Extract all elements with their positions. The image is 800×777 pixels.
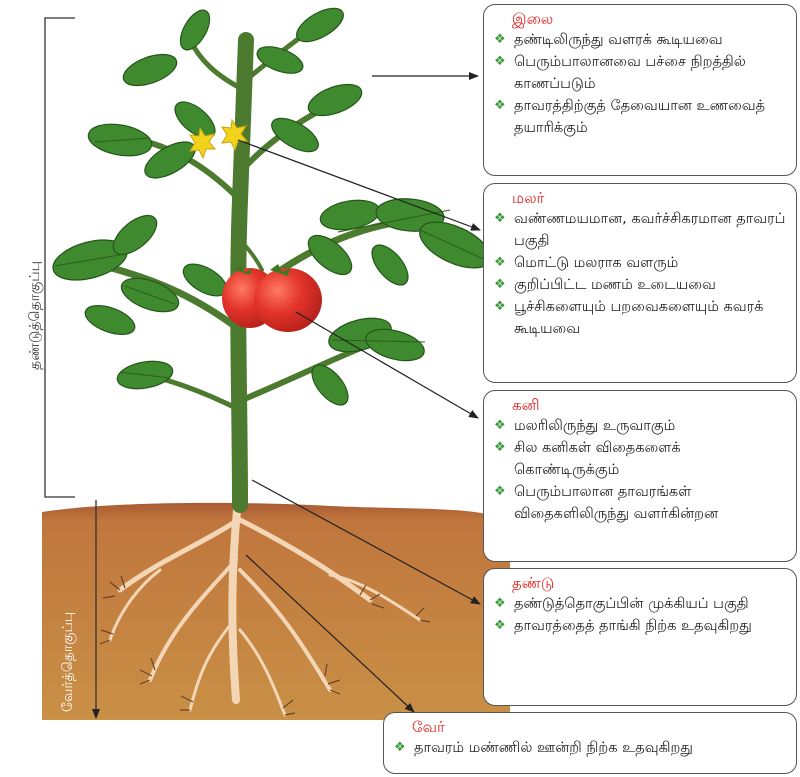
flower-box: மலர் ❖வண்ணமயமான, கவர்ச்சிகரமான தாவரப் பக… <box>483 183 797 383</box>
shoot-system-label: தண்டுத்தொகுப்பு <box>27 261 45 370</box>
diamond-bullet-icon: ❖ <box>494 481 506 503</box>
fruit-title: கனி <box>512 395 788 415</box>
fruit-point: ❖பெரும்பாலான தாவரங்கள் விதைகளிலிருந்து வ… <box>494 481 788 525</box>
flower-point: ❖மொட்டு மலராக வளரும் <box>494 252 788 274</box>
fruit-point: ❖மலரிலிருந்து உருவாகும் <box>494 415 788 437</box>
root-title: வேர் <box>412 717 788 737</box>
fruit-point: ❖சில கனிகள் விதைகளைக் கொண்டிருக்கும் <box>494 437 788 481</box>
flower-point: ❖குறிப்பிட்ட மணம் உடையவை <box>494 274 788 296</box>
diamond-bullet-icon: ❖ <box>394 737 406 759</box>
root-point: ❖தாவரம் மண்ணில் ஊன்றி நிற்க உதவுகிறது <box>394 737 788 759</box>
root-system-label: வேர்த்தொகுப்பு <box>60 612 78 712</box>
stem-box: தண்டு ❖தண்டுத்தொகுப்பின் முக்கியப் பகுதி… <box>483 568 797 706</box>
leaf-point: ❖தண்டிலிருந்து வளரக் கூடியவை <box>494 29 788 51</box>
diamond-bullet-icon: ❖ <box>494 208 506 230</box>
diamond-bullet-icon: ❖ <box>494 274 506 296</box>
leaf-box: இலை ❖தண்டிலிருந்து வளரக் கூடியவை ❖பெரும்… <box>483 4 797 176</box>
leaf-point: ❖தாவரத்திற்குத் தேவையான உணவைத் தயாரிக்கு… <box>494 95 788 139</box>
diamond-bullet-icon: ❖ <box>494 252 506 274</box>
flower-title: மலர் <box>512 188 788 208</box>
diamond-bullet-icon: ❖ <box>494 29 506 51</box>
diamond-bullet-icon: ❖ <box>494 95 506 117</box>
diamond-bullet-icon: ❖ <box>494 415 506 437</box>
diamond-bullet-icon: ❖ <box>494 593 506 615</box>
flower-point: ❖பூச்சிகளையும் பறவைகளையும் கவரக் கூடியவை <box>494 296 788 340</box>
diamond-bullet-icon: ❖ <box>494 51 506 73</box>
root-box: வேர் ❖தாவரம் மண்ணில் ஊன்றி நிற்க உதவுகிற… <box>383 712 797 774</box>
fruit-box: கனி ❖மலரிலிருந்து உருவாகும் ❖சில கனிகள் … <box>483 390 797 562</box>
stem <box>100 30 410 505</box>
diamond-bullet-icon: ❖ <box>494 437 506 459</box>
stem-title: தண்டு <box>512 573 788 593</box>
diamond-bullet-icon: ❖ <box>494 615 506 637</box>
leaves <box>49 2 497 411</box>
stem-point: ❖தண்டுத்தொகுப்பின் முக்கியப் பகுதி <box>494 593 788 615</box>
stem-point: ❖தாவரத்தைத் தாங்கி நிற்க உதவுகிறது <box>494 615 788 637</box>
flower-point: ❖வண்ணமயமான, கவர்ச்சிகரமான தாவரப் பகுதி <box>494 208 788 252</box>
tomatoes <box>222 264 322 332</box>
diamond-bullet-icon: ❖ <box>494 296 506 318</box>
leaf-title: இலை <box>512 9 788 29</box>
leaf-point: ❖பெரும்பாலானவை பச்சை நிறத்தில் காணப்படும… <box>494 51 788 95</box>
